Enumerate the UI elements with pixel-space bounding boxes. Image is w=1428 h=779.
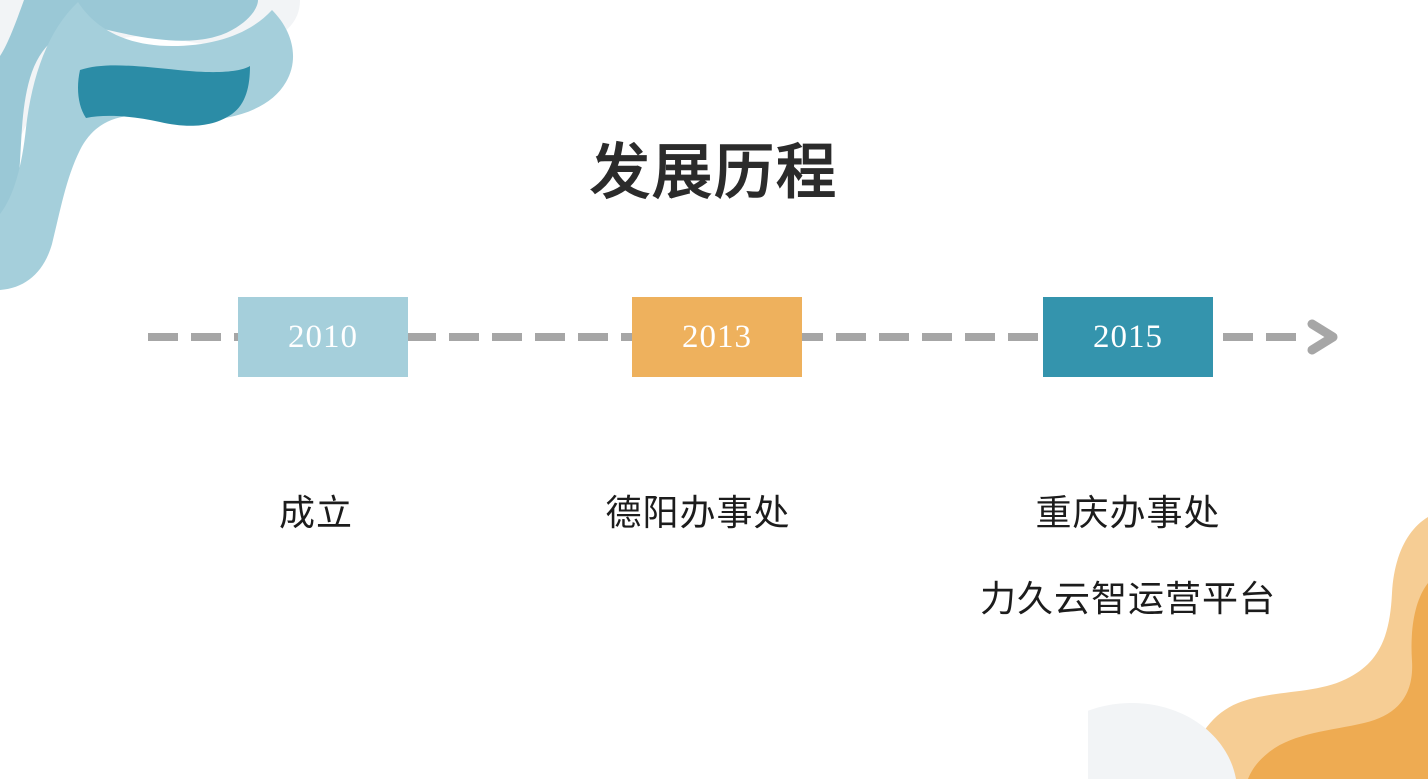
milestone-box-2010[interactable]: 2010 bbox=[238, 297, 408, 377]
arrow-right-icon bbox=[1300, 314, 1346, 360]
milestone-events-2013: 德阳办事处 bbox=[488, 470, 908, 556]
deco-lightblue-shape bbox=[0, 0, 258, 272]
milestone-year-label: 2013 bbox=[682, 318, 752, 355]
milestone-event-text: 德阳办事处 bbox=[605, 493, 791, 533]
milestone-event-text: 成立 bbox=[278, 493, 353, 533]
page-title: 发展历程 bbox=[590, 140, 838, 206]
milestone-events-2010: 成立 bbox=[106, 470, 526, 556]
timeline: 2010 2013 2015 bbox=[0, 297, 1428, 379]
milestone-year-label: 2010 bbox=[288, 318, 358, 355]
milestone-events-2015: 重庆办事处 力久云智运营平台 bbox=[918, 470, 1338, 642]
deco-darkteal-shape bbox=[78, 65, 250, 126]
deco-gray-shape bbox=[1088, 703, 1236, 779]
milestone-event-text: 重庆办事处 bbox=[1035, 493, 1221, 533]
milestone-box-2013[interactable]: 2013 bbox=[632, 297, 802, 377]
milestone-event-text: 力久云智运营平台 bbox=[979, 579, 1276, 619]
milestone-box-2015[interactable]: 2015 bbox=[1043, 297, 1213, 377]
milestone-year-label: 2015 bbox=[1093, 318, 1163, 355]
milestone-events: 成立 德阳办事处 重庆办事处 力久云智运营平台 bbox=[0, 470, 1428, 690]
